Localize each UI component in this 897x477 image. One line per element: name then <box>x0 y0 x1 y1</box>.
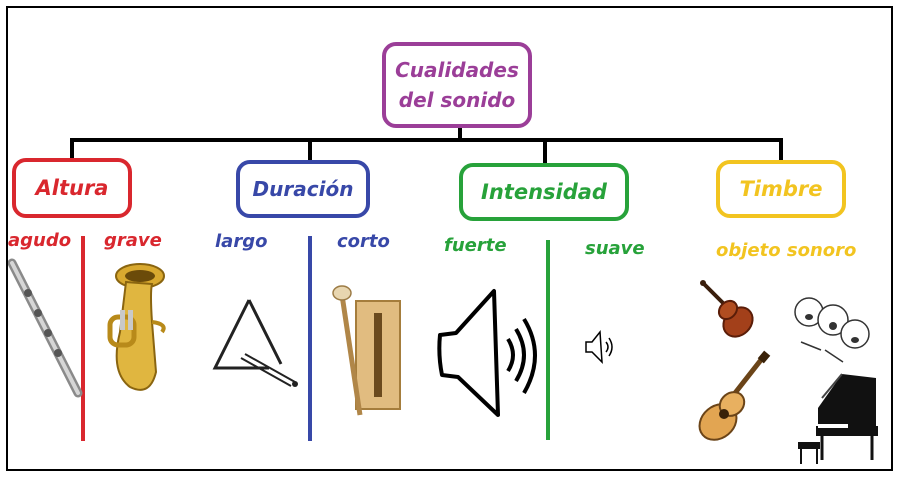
branch-timbre: Timbre <box>716 160 846 218</box>
diagram-frame: Cualidades del sonido Altura Duración In… <box>6 6 893 471</box>
triangle-instrument-icon <box>212 299 298 387</box>
tuba-icon <box>107 263 166 391</box>
branch-intensidad-label: Intensidad <box>481 180 607 204</box>
branch-altura: Altura <box>12 158 132 218</box>
flute-icon <box>8 258 83 398</box>
branch-altura-label: Altura <box>35 176 109 200</box>
branch-timbre-label: Timbre <box>739 177 823 201</box>
branch-duracion: Duración <box>236 160 370 218</box>
label-suave: suave <box>585 238 645 259</box>
separator-altura <box>81 236 85 441</box>
connector-lines <box>70 128 783 165</box>
quiet-speaker-icon <box>585 330 613 364</box>
branch-intensidad: Intensidad <box>459 163 629 221</box>
grand-piano-icon <box>798 373 878 464</box>
label-corto: corto <box>337 231 390 252</box>
root-title-line1: Cualidades <box>395 58 519 82</box>
loud-speaker-icon <box>437 289 537 417</box>
label-largo: largo <box>215 231 268 252</box>
root-title-line2: del sonido <box>398 88 516 112</box>
singing-faces-icon <box>794 297 870 363</box>
label-grave: grave <box>104 230 162 251</box>
root-node: Cualidades del sonido <box>382 42 532 128</box>
separator-intensidad <box>546 240 550 440</box>
wood-block-icon <box>332 285 401 416</box>
branch-duracion-label: Duración <box>252 177 354 201</box>
guitar-icon <box>698 350 771 441</box>
separator-duracion <box>308 236 312 441</box>
label-agudo: agudo <box>8 230 72 251</box>
label-objeto-sonoro: objeto sonoro <box>716 240 857 261</box>
label-fuerte: fuerte <box>444 235 507 256</box>
violin-icon <box>700 280 754 338</box>
